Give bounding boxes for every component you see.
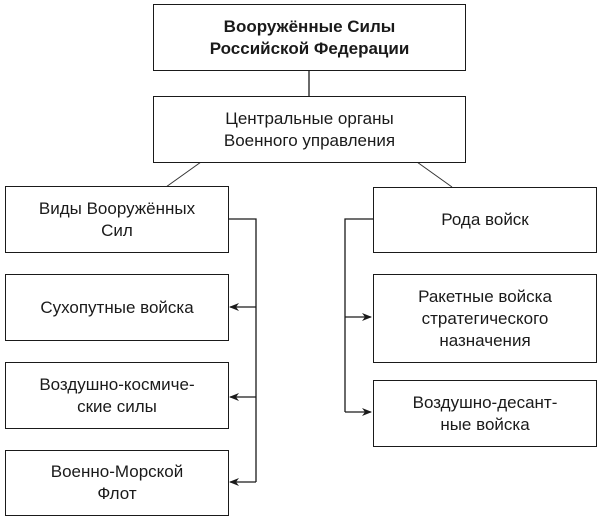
left-bus-line	[228, 218, 257, 482]
left-child-label: Воздушно-космиче- ские силы	[39, 374, 195, 416]
right-branch-node: Рода войск	[373, 187, 597, 253]
central-node: Центральные органы Военного управления	[153, 96, 466, 163]
left-branch-label: Виды Вооружённых Сил	[38, 198, 196, 240]
left-child-node: Военно-Морской Флот	[5, 450, 229, 516]
left-child-label: Сухопутные войска	[40, 297, 194, 317]
central-to-left-line	[165, 161, 202, 188]
root-node-label: Вооружённые Силы Российской Федерации	[209, 16, 410, 58]
central-to-right-line	[416, 161, 453, 188]
right-child-label: Ракетные войска стратегического назначен…	[418, 286, 552, 350]
left-branch-node: Виды Вооружённых Сил	[5, 186, 229, 253]
right-child-node: Воздушно-десант- ные войска	[373, 380, 597, 447]
right-child-label: Воздушно-десант- ные войска	[412, 392, 558, 434]
left-child-node: Воздушно-космиче- ские силы	[5, 362, 229, 429]
left-child-label: Военно-Морской Флот	[50, 462, 184, 503]
right-branch-label: Рода войск	[441, 210, 529, 229]
central-node-label: Центральные органы Военного управления	[223, 108, 396, 150]
root-node: Вооружённые Силы Российской Федерации	[153, 4, 466, 71]
right-bus-line	[344, 218, 373, 412]
left-child-node: Сухопутные войска	[5, 274, 229, 341]
right-child-node: Ракетные войска стратегического назначен…	[373, 274, 597, 363]
